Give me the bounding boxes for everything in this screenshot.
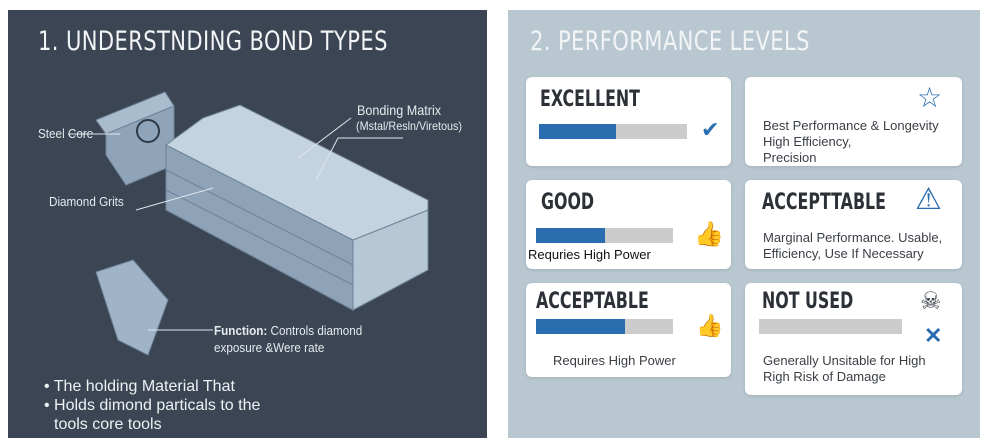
steel-core-label: Steel Core <box>38 126 94 141</box>
star-icon: ☆ <box>917 82 943 113</box>
progress-bar <box>536 319 673 334</box>
text-line: Generally Unsitable for High <box>763 353 926 368</box>
card-title: EXCELLENT <box>540 87 640 112</box>
progress-fill <box>539 124 616 139</box>
text-line: Marginal Performance. Usable, <box>763 230 943 245</box>
card-good: GOOD Requries High Power 👍 <box>526 180 731 269</box>
card-title: GOOD <box>541 190 595 215</box>
warning-icon: ⚠ <box>915 183 942 216</box>
text-line: High Efficiency, <box>763 134 852 149</box>
card-not-used: NOT USED ☠ ✕ Generally Unsitable for Hig… <box>745 283 962 395</box>
thumbs-up-icon: 👍 <box>696 313 724 338</box>
performance-title: 2. PERFORMANCE LEVELS <box>530 26 810 57</box>
card-acceptable-warning: ACCEPTTABLE ⚠ Marginal Performance. Usab… <box>745 180 962 269</box>
progress-bar <box>539 124 687 139</box>
bullet-item: tools core tools <box>54 415 162 434</box>
card-excellent: EXCELLENT ✔ <box>526 77 731 166</box>
card-title: ACCEPTTABLE <box>762 190 886 215</box>
card-text: Requries High Power <box>528 247 651 262</box>
function-text: Controls diamond <box>270 323 363 338</box>
skull-icon: ☠ <box>920 288 942 315</box>
text-line: Efficiency, Use If Necessary <box>763 246 924 261</box>
progress-bar <box>536 228 673 243</box>
text-line: Precision <box>763 150 817 165</box>
function-label: Function: Controls diamond <box>214 323 362 338</box>
function-key: Function: <box>214 323 268 338</box>
text-line: Righ Risk of Damage <box>763 369 886 384</box>
check-icon: ✔ <box>701 117 720 142</box>
progress-fill <box>536 319 626 334</box>
diamond-grits-label: Diamond Grits <box>49 194 124 209</box>
card-title: ACCEPTABLE <box>536 289 649 314</box>
card-acceptable: ACCEPTABLE Requires High Power 👍 <box>526 283 731 377</box>
thumbs-up-icon: 👍 <box>694 221 724 248</box>
function-text-2: exposure &Were rate <box>214 340 325 355</box>
progress-bar <box>759 319 902 334</box>
bond-types-title: 1. UNDERSTNDING BOND TYPES <box>38 26 388 57</box>
bullet-text: tools core tools <box>54 416 162 433</box>
bullet-item: • Holds dimond particals to the <box>44 397 261 414</box>
bullet-text: Holds dimond particals to the <box>54 397 261 414</box>
bonding-types-label: (Mstal/Resln/Viretous) <box>356 119 463 133</box>
x-icon: ✕ <box>924 323 943 348</box>
bond-types-panel: 1. UNDERSTNDING BOND TYPES Steel Core Bo… <box>8 10 487 438</box>
bond-illustration <box>68 91 429 356</box>
card-text: Requires High Power <box>553 353 676 368</box>
bullet-item: • The holding Material That <box>44 378 235 395</box>
text-line: Best Performance & Longevity <box>763 118 939 133</box>
bonding-matrix-label: Bonding Matrix <box>357 102 442 118</box>
card-title: NOT USED <box>762 289 854 314</box>
progress-fill <box>536 228 605 243</box>
bullet-text: The holding Material That <box>53 378 235 395</box>
card-text: Marginal Performance. Usable,Efficiency,… <box>763 230 942 262</box>
